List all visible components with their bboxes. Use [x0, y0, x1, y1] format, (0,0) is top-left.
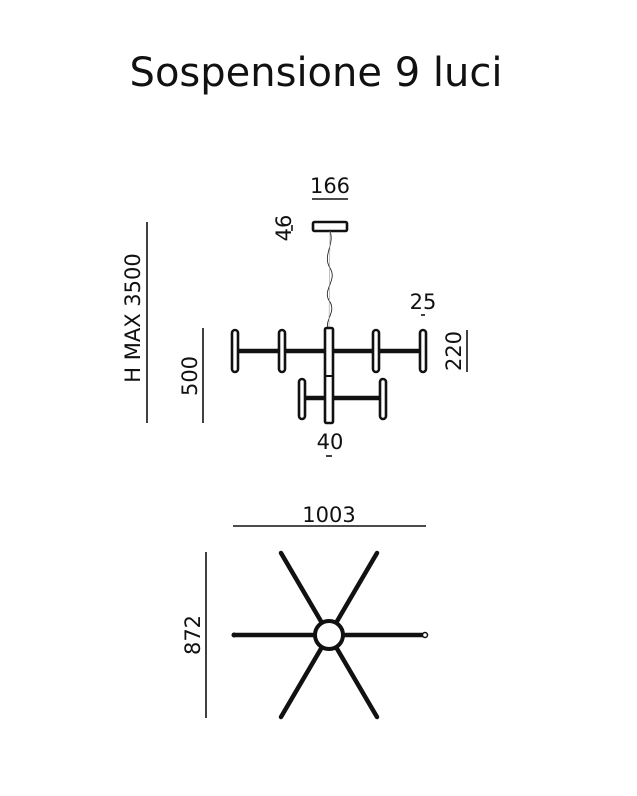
- plan-view: 1003 872: [181, 503, 429, 720]
- arm-northeast: [333, 550, 380, 626]
- canopy-width-label: 166: [310, 174, 350, 198]
- arm-southeast: [333, 644, 380, 720]
- diffuser: [277, 328, 287, 374]
- diffuser: [418, 328, 428, 374]
- arm-end: [231, 632, 237, 638]
- body-height-label: 500: [178, 356, 202, 396]
- max-height-label: H MAX 3500: [121, 253, 145, 382]
- drawing-title: Sospensione 9 luci: [130, 50, 503, 96]
- arm-northwest: [278, 550, 325, 626]
- suspension-wire: [328, 230, 331, 329]
- plan-depth-label: 872: [181, 615, 205, 655]
- plan-width-label: 1003: [302, 503, 355, 527]
- diffuser: [378, 377, 388, 421]
- diffuser: [230, 328, 240, 374]
- diffuser: [297, 377, 307, 421]
- arm-end: [421, 631, 429, 639]
- arm-southwest: [278, 644, 325, 720]
- canopy: [311, 220, 349, 233]
- diffuser: [371, 328, 381, 374]
- central-hub: [313, 619, 345, 651]
- side-view: 166 46 H MAX 3500 500 25 220 40: [121, 174, 468, 457]
- arm-spacing-label: 220: [442, 331, 466, 371]
- stem-width-label: 40: [317, 430, 344, 454]
- diffuser-width-label: 25: [410, 290, 437, 314]
